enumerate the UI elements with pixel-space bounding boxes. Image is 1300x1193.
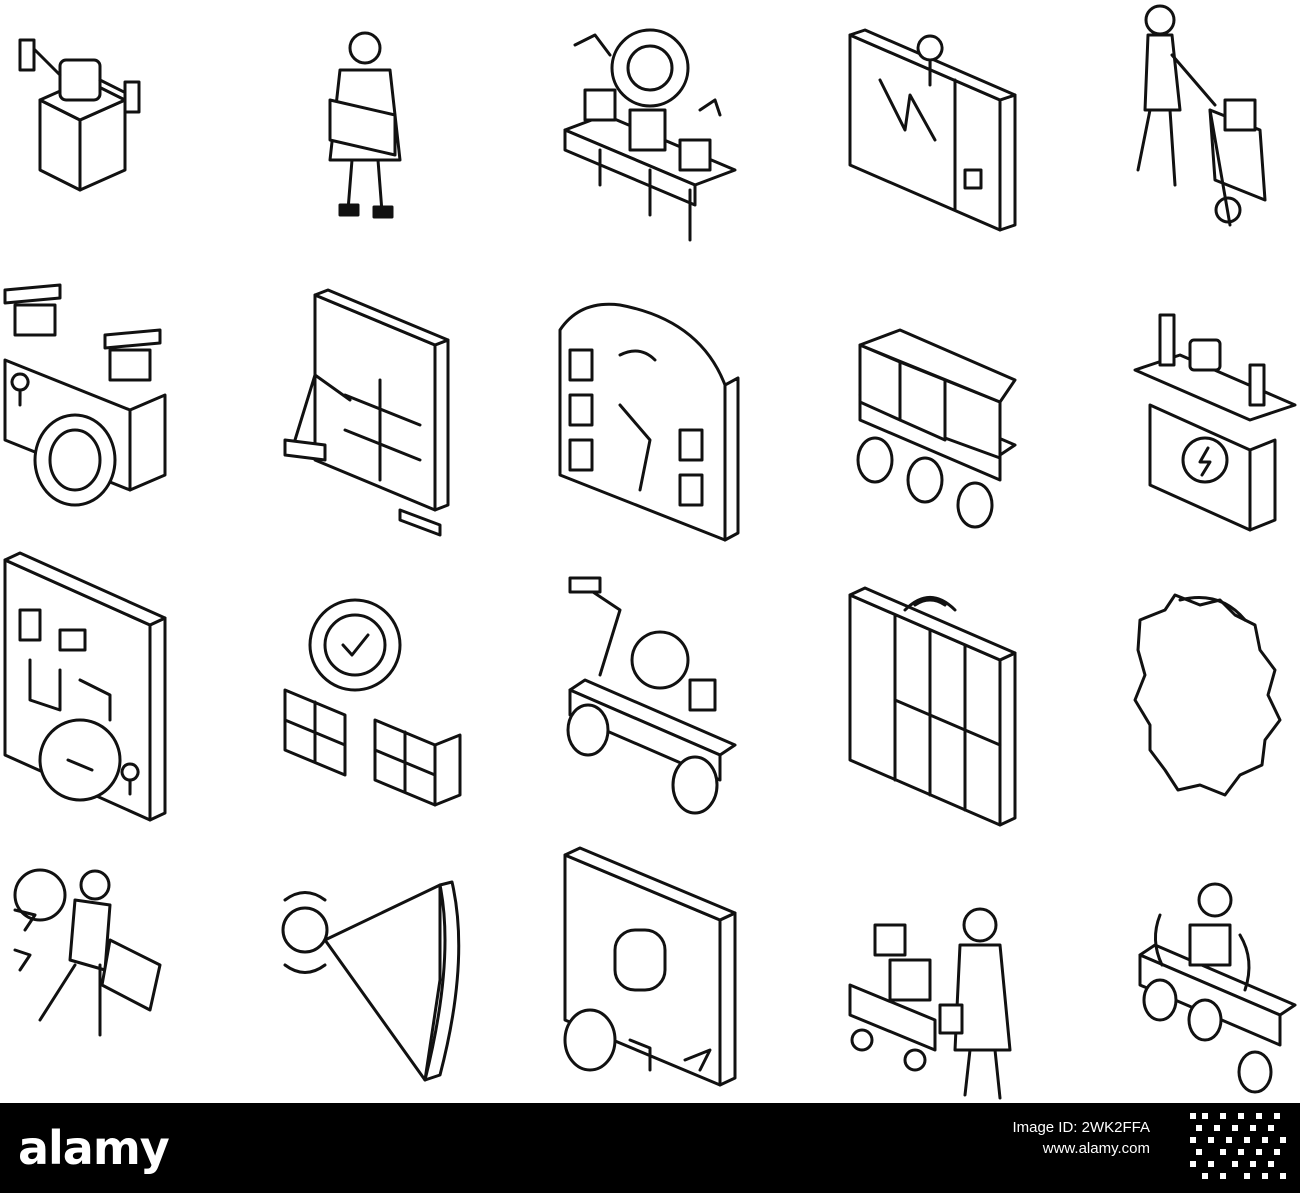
robotic-arm-shelf-icon — [283, 288, 450, 537]
brand-logo: alamy — [18, 1121, 170, 1175]
boxes-checkmark-badge-icon — [283, 598, 462, 807]
rover-robot-wifi-icon — [1138, 882, 1297, 1094]
locker-cabinet-wifi-icon — [848, 586, 1017, 827]
robot-scanner-beam-icon — [281, 880, 461, 1082]
worker-with-cart-icon — [848, 907, 1012, 1100]
cargo-cart-boxes-icon — [856, 328, 1017, 529]
warehouse-floor-plan-icon — [3, 551, 167, 822]
robot-arms-box-icon — [18, 38, 141, 192]
tablet-with-map-pin-icon — [848, 28, 1017, 232]
worker-hand-truck-icon — [1136, 4, 1267, 227]
drone-delivery-robot-icon — [3, 283, 167, 507]
charging-station-robot-icon — [1133, 313, 1297, 532]
footer-bar: alamy Image ID: 2WK2FFA www.alamy.com — [0, 1103, 1300, 1193]
isometric-icon-sheet — [3, 4, 1297, 1100]
arched-door-robot-arm-icon — [558, 302, 740, 542]
delivery-robot-screen-icon — [563, 846, 737, 1087]
conveyor-robot-boxes-icon — [563, 28, 737, 242]
site-url: www.alamy.com — [1042, 1140, 1150, 1157]
image-id-label: Image ID: 2WK2FFA — [1012, 1119, 1150, 1136]
humanoid-robot-holding-sign-icon — [328, 31, 402, 219]
wheeled-robot-arm-icon — [566, 576, 737, 815]
running-courier-package-icon — [13, 868, 162, 1037]
gear-cog-icon — [1133, 593, 1282, 797]
qr-code-icon — [1170, 1103, 1300, 1193]
icon-grid — [3, 4, 1297, 1100]
